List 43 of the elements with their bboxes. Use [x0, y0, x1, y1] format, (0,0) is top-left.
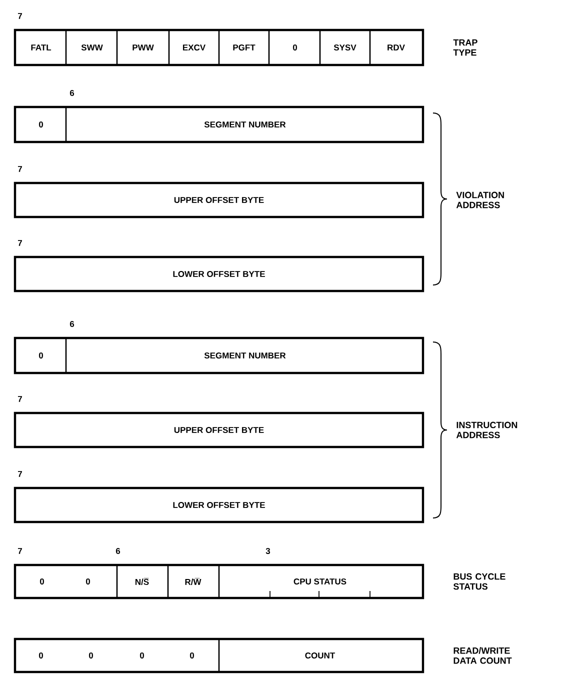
bit-field: 0: [292, 44, 297, 50]
bit-field: EXCV: [183, 44, 206, 50]
bit-field: 0: [88, 652, 93, 658]
group-label: INSTRUCTION ADDRESS: [456, 422, 518, 438]
bit-number: 6: [70, 321, 74, 327]
bit-field: N/S̅: [135, 578, 149, 586]
bit-field: SEGMENT NUMBER: [204, 122, 286, 128]
bit-number: 7: [18, 548, 22, 554]
bit-number: 7: [18, 471, 22, 477]
bit-number: 7: [18, 166, 22, 172]
bit-field: 0: [140, 652, 144, 658]
register-box: [14, 336, 424, 374]
register-name: TRAP TYPE: [453, 39, 478, 56]
bit-field: SYSV: [334, 44, 356, 50]
register-name: READ/WRITE DATA COUNT: [454, 647, 512, 664]
bit-number: 7: [18, 396, 22, 402]
bit-field: SWW: [81, 44, 103, 50]
bit-field: PGFT: [233, 44, 256, 50]
register-name: BUS CYCLE STATUS: [453, 573, 506, 590]
bit-field: CPU STATUS: [294, 578, 346, 584]
bit-field: 0: [190, 652, 194, 658]
register-box: UPPER OFFSET BYTE: [14, 182, 424, 218]
bit-number: 7: [18, 240, 22, 246]
bit-field: SEGMENT NUMBER: [204, 352, 286, 358]
bit-field: 0: [38, 122, 43, 128]
bit-field: 0: [38, 652, 43, 658]
bit-field: PWW: [132, 44, 154, 50]
bit-field: COUNT: [305, 652, 335, 658]
bit-field: RDV: [388, 44, 405, 50]
bit-field: 0: [86, 578, 90, 584]
group-label: VIOLATION ADDRESS: [456, 192, 504, 208]
register-box: UPPER OFFSET BYTE: [14, 412, 424, 448]
register-box: LOWER OFFSET BYTE: [14, 486, 424, 524]
register-box: LOWER OFFSET BYTE: [14, 256, 424, 292]
register-box: [14, 106, 424, 144]
bit-field: FATL: [31, 44, 52, 50]
bit-field: 0: [40, 578, 44, 584]
bit-number: 3: [266, 548, 270, 554]
bit-field: R/W̅: [185, 578, 202, 586]
bit-field: 0: [38, 352, 43, 358]
bit-number: 6: [116, 548, 120, 554]
bit-number: 6: [70, 90, 74, 96]
bit-number: 7: [18, 13, 22, 19]
